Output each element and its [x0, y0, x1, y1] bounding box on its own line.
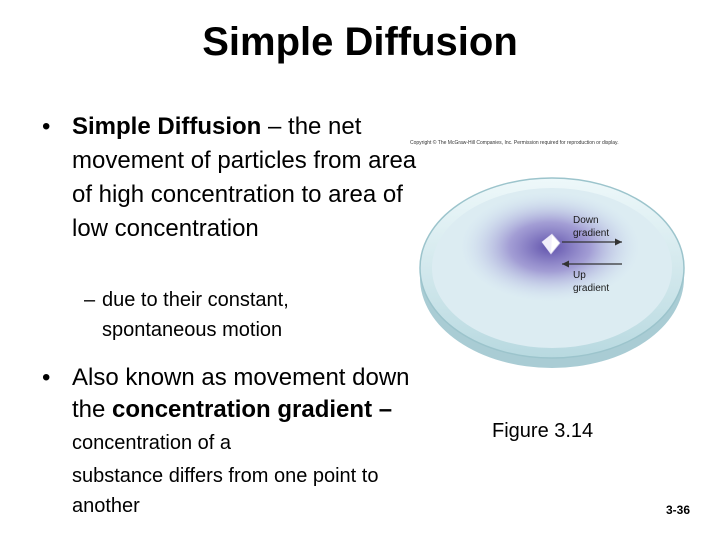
- bullet-concentration-gradient: • Also known as movement down the concen…: [42, 362, 432, 521]
- definition-simple-diffusion: – the net movement of particles from are…: [72, 113, 417, 242]
- term-concentration-gradient: concentration gradient: [112, 396, 373, 423]
- figure-caption: Figure 3.14: [492, 420, 594, 442]
- slide-title: Simple Diffusion: [202, 20, 518, 64]
- down-label-line2: gradient: [573, 228, 609, 239]
- down-gradient-arrowhead: [615, 238, 622, 246]
- sub-bullet-dash: –: [84, 289, 96, 311]
- bullet2-intro: Also known as movement down the: [72, 364, 410, 423]
- up-label-line1: Up: [573, 270, 586, 281]
- petri-dish-illustration: Down gradient Up gradient: [419, 177, 685, 368]
- definition-tail: substance differs from one point to anot…: [72, 465, 379, 517]
- bullet-simple-diffusion: • Simple Diffusion – the net movement of…: [42, 110, 422, 246]
- bullet-marker: •: [42, 364, 51, 391]
- sub-bullet-text: due to their constant, spontaneous motio…: [102, 289, 289, 341]
- dye-crystal-facet: [542, 234, 552, 254]
- up-gradient-arrowhead: [562, 260, 569, 268]
- page-number: 3-36: [666, 503, 691, 517]
- sub-bullet-motion: – due to their constant, spontaneous mot…: [84, 285, 402, 345]
- petri-dish-figure: Down gradient Up gradient: [412, 150, 712, 380]
- term-simple-diffusion: Simple Diffusion: [72, 113, 262, 140]
- definition-start: concentration of a: [72, 432, 231, 454]
- up-label-line2: gradient: [573, 283, 609, 294]
- bullet-marker: •: [42, 113, 51, 140]
- down-label-line1: Down: [573, 215, 599, 226]
- bullet2-dash: –: [372, 396, 393, 423]
- copyright-notice: Copyright © The McGraw-Hill Companies, I…: [410, 140, 619, 146]
